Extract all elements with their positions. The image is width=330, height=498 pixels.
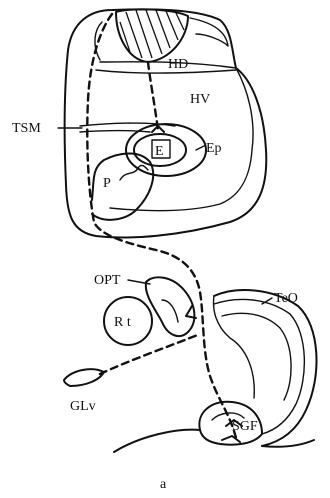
hd-hv-boundary	[96, 70, 236, 73]
labels: HD HV TSM E Ep P OPT R t TeO GLv SGF a	[12, 57, 298, 492]
glv-nucleus	[64, 369, 104, 386]
label-teo: TeO	[274, 291, 298, 306]
panel-label: a	[160, 477, 167, 492]
label-sgf: SGF	[232, 419, 258, 434]
label-hd: HD	[168, 57, 188, 72]
label-tsm: TSM	[12, 121, 41, 136]
label-hv: HV	[190, 92, 210, 107]
teo-layer-3	[214, 296, 255, 398]
teo-inner-2	[222, 313, 291, 400]
label-opt: OPT	[94, 273, 121, 288]
label-rt: R t	[114, 315, 131, 330]
label-ep: Ep	[206, 141, 222, 156]
hatched-wulst	[116, 9, 188, 62]
e-projection	[148, 62, 158, 130]
midbrain-base	[114, 430, 314, 452]
forebrain-inner-contour	[100, 62, 253, 211]
ep-leader	[196, 146, 204, 150]
label-e: E	[155, 144, 164, 159]
opt-inner	[162, 300, 178, 322]
forebrain-section	[65, 9, 267, 237]
label-p: P	[103, 176, 111, 191]
label-glv: GLv	[70, 399, 96, 414]
opt-nucleus	[146, 277, 195, 336]
